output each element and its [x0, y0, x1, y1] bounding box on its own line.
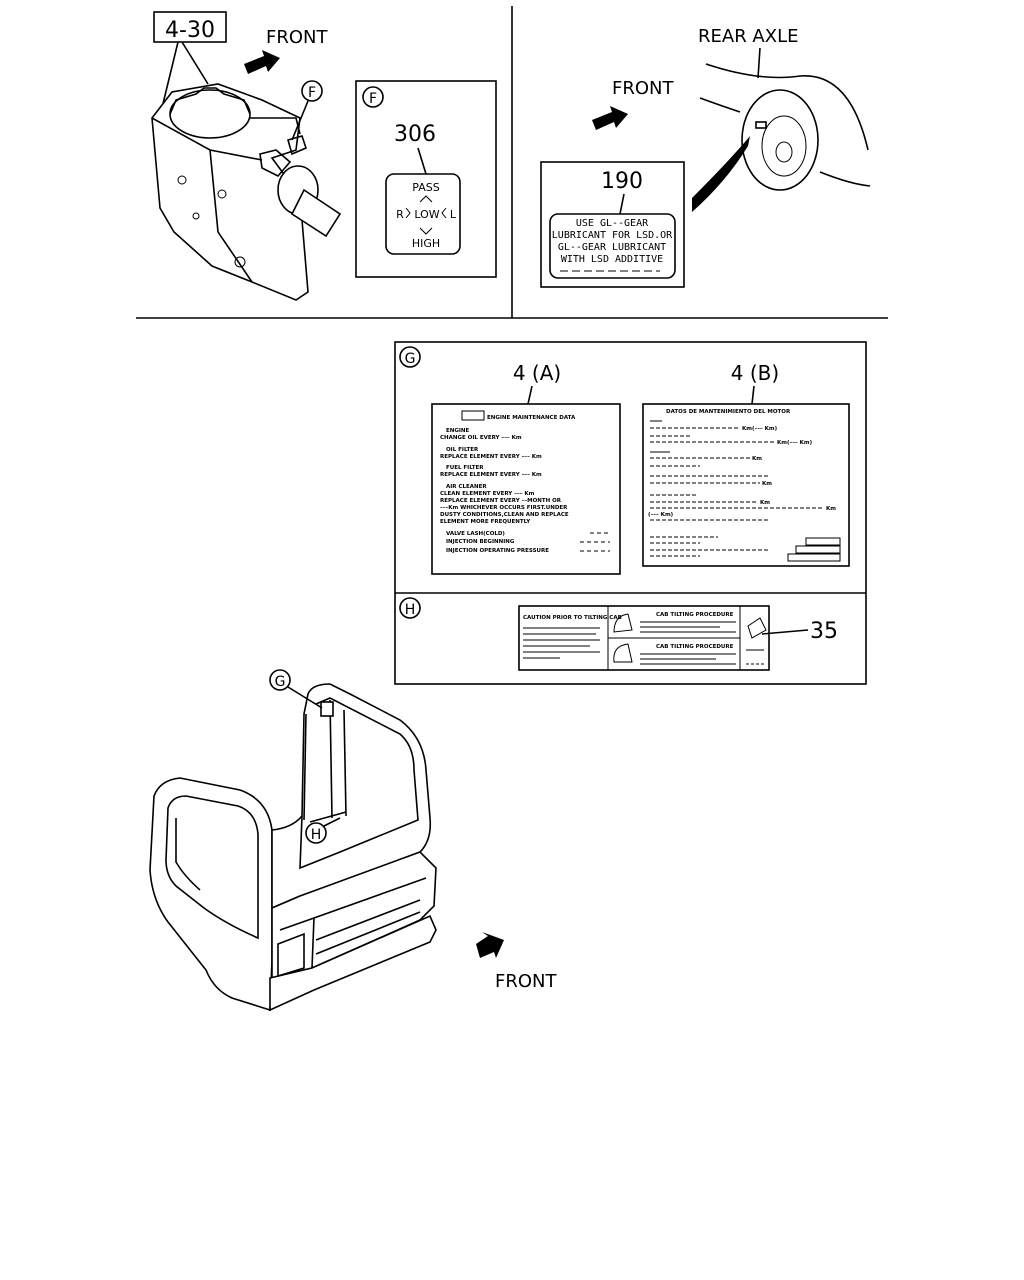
- svg-text:GL--GEAR LUBRICANT: GL--GEAR LUBRICANT: [558, 242, 666, 253]
- svg-text:CLEAN ELEMENT EVERY ––– Km: CLEAN ELEMENT EVERY ––– Km: [440, 491, 535, 497]
- svg-text:LUBRICANT FOR LSD.OR: LUBRICANT FOR LSD.OR: [552, 230, 673, 241]
- svg-text:FUEL FILTER: FUEL FILTER: [446, 465, 484, 471]
- part-4b-label: 4 (B): [731, 361, 779, 385]
- svg-text:LOW: LOW: [414, 208, 439, 221]
- svg-text:HIGH: HIGH: [412, 237, 440, 250]
- ref-box-4-30: [153, 11, 227, 43]
- engine-maintenance-label: ENGINE MAINTENANCE DATA ENGINE CHANGE OI…: [431, 403, 621, 575]
- svg-text:AIR CLEANER: AIR CLEANER: [446, 484, 487, 490]
- svg-text:CAB TILTING PROCEDURE: CAB TILTING PROCEDURE: [656, 644, 734, 650]
- svg-text:Km: Km: [762, 481, 772, 487]
- marker-f-circle: [301, 80, 323, 102]
- part-35-label: 35: [810, 619, 838, 644]
- svg-text:Km: Km: [752, 456, 762, 462]
- svg-text:DUSTY CONDITIONS,CLEAN AND REP: DUSTY CONDITIONS,CLEAN AND REPLACE: [440, 512, 569, 518]
- svg-text:WITH LSD ADDITIVE: WITH LSD ADDITIVE: [561, 254, 663, 265]
- svg-text:INJECTION OPERATING PRESSURE: INJECTION OPERATING PRESSURE: [446, 548, 549, 554]
- marker-h-label: H: [311, 827, 322, 843]
- svg-text:REPLACE ELEMENT EVERY ––MONTH: REPLACE ELEMENT EVERY ––MONTH OR: [440, 498, 562, 504]
- front-arrow-icon-bottom: [476, 932, 504, 958]
- part-306-label: 306: [394, 122, 436, 147]
- detail-f-marker: F: [369, 91, 377, 107]
- svg-text:Km(––– Km): Km(––– Km): [777, 440, 813, 446]
- svg-text:(––– Km): (––– Km): [648, 512, 674, 518]
- svg-text:–––Km WHICHEVER OCCURS FIRST.U: –––Km WHICHEVER OCCURS FIRST.UNDER: [440, 505, 568, 511]
- svg-text:CHANGE OIL EVERY ––– Km: CHANGE OIL EVERY ––– Km: [440, 435, 522, 441]
- svg-text:ENGINE MAINTENANCE DATA: ENGINE MAINTENANCE DATA: [487, 415, 576, 421]
- transfer-lever-bracket: 4-30 FRONT F: [151, 11, 342, 301]
- svg-text:INJECTION BEGINNING: INJECTION BEGINNING: [446, 539, 515, 545]
- marker-f-label: F: [308, 85, 316, 101]
- svg-text:CAB TILTING PROCEDURE: CAB TILTING PROCEDURE: [656, 612, 734, 618]
- rear-axle-section: REAR AXLE FRONT 190 USE GL--GEAR LUBRICA…: [540, 26, 871, 288]
- detail-g-h-box: G H 4 (A) 4 (B) ENGINE MAINTENANCE DATA …: [394, 341, 867, 685]
- part-4a-label: 4 (A): [513, 361, 561, 385]
- detail-f-box: F 306 PASS R LOW L HIGH: [355, 80, 497, 278]
- svg-text:L: L: [450, 208, 457, 221]
- svg-text:Km: Km: [826, 506, 836, 512]
- front-arrow-icon: [244, 50, 280, 74]
- svg-text:REPLACE ELEMENT EVERY ––– Km: REPLACE ELEMENT EVERY ––– Km: [440, 454, 542, 460]
- svg-text:Km: Km: [760, 500, 770, 506]
- detail-h-marker: H: [405, 602, 416, 618]
- front-label-top-left: FRONT: [266, 27, 328, 48]
- marker-h-circle: [305, 822, 327, 844]
- front-label-top-right: FRONT: [612, 78, 674, 99]
- engine-maintenance-label-spanish: DATOS DE MANTENIMIENTO DEL MOTOR Km(––– …: [642, 403, 850, 567]
- gear-lubricant-label: [549, 213, 676, 279]
- svg-text:USE GL--GEAR: USE GL--GEAR: [576, 218, 649, 229]
- svg-text:Km(––– Km): Km(––– Km): [742, 426, 778, 432]
- svg-text:ENGINE: ENGINE: [446, 428, 470, 434]
- svg-text:CAUTION PRIOR TO TILTING CAB: CAUTION PRIOR TO TILTING CAB: [523, 615, 622, 621]
- part-190-label: 190: [601, 169, 643, 194]
- rear-axle-label: REAR AXLE: [698, 26, 798, 47]
- truck-cab: G H FRONT: [149, 669, 557, 1012]
- svg-text:REPLACE ELEMENT EVERY ––– Km: REPLACE ELEMENT EVERY ––– Km: [440, 472, 542, 478]
- detail-g-marker: G: [405, 351, 416, 367]
- cab-tilting-label: CAUTION PRIOR TO TILTING CAB CAB TILTING…: [518, 605, 770, 671]
- svg-text:PASS: PASS: [412, 181, 439, 194]
- front-label-bottom: FRONT: [495, 971, 557, 992]
- front-arrow-icon-right: [592, 106, 628, 130]
- marker-g-circle: [269, 669, 291, 691]
- svg-text:VALVE LASH(COLD): VALVE LASH(COLD): [446, 531, 505, 537]
- ref-4-30-label: 4-30: [165, 18, 215, 43]
- svg-text:OIL FILTER: OIL FILTER: [446, 447, 479, 453]
- shift-pattern-label: [385, 173, 461, 255]
- svg-text:DATOS DE MANTENIMIENTO DEL MOT: DATOS DE MANTENIMIENTO DEL MOTOR: [666, 409, 791, 415]
- marker-g-label: G: [275, 674, 286, 690]
- svg-text:ELEMENT MORE FREQUENTLY: ELEMENT MORE FREQUENTLY: [440, 519, 531, 525]
- svg-text:R: R: [396, 208, 404, 221]
